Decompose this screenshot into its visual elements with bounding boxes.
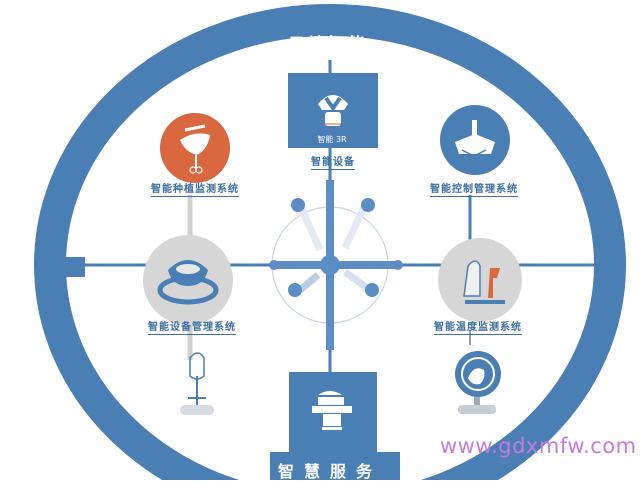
top-left-node-label: 智能种植监测系统 [151, 184, 239, 197]
camera-globe-icon [455, 351, 501, 414]
top-node-label: 智能设备 [311, 157, 355, 170]
center-hub-icon [269, 180, 403, 350]
plant-tool-icon [180, 124, 210, 174]
sensor-probe-icon [180, 352, 214, 415]
bottom-title: 智慧服务 [277, 462, 383, 481]
mid-left-node-label: 智能设备管理系统 [148, 322, 236, 335]
top-box-caption: 智能 3R [317, 135, 347, 144]
server-icon [312, 391, 352, 430]
machine-icon [455, 120, 495, 157]
top-right-node-label: 智能控制管理系统 [430, 184, 518, 197]
device-dock-icon [157, 260, 219, 305]
left-ring-tab [55, 257, 85, 277]
mid-right-node-label: 智能温度监测系统 [434, 322, 522, 335]
watermark: www.gdxmfw.com [440, 434, 637, 458]
robot-head-icon [318, 95, 348, 126]
diagram-title: 云端智能 [288, 35, 368, 55]
thermometer-icon [463, 260, 505, 304]
right-ring-tab [595, 257, 617, 277]
bottom-title-bar [270, 452, 400, 480]
